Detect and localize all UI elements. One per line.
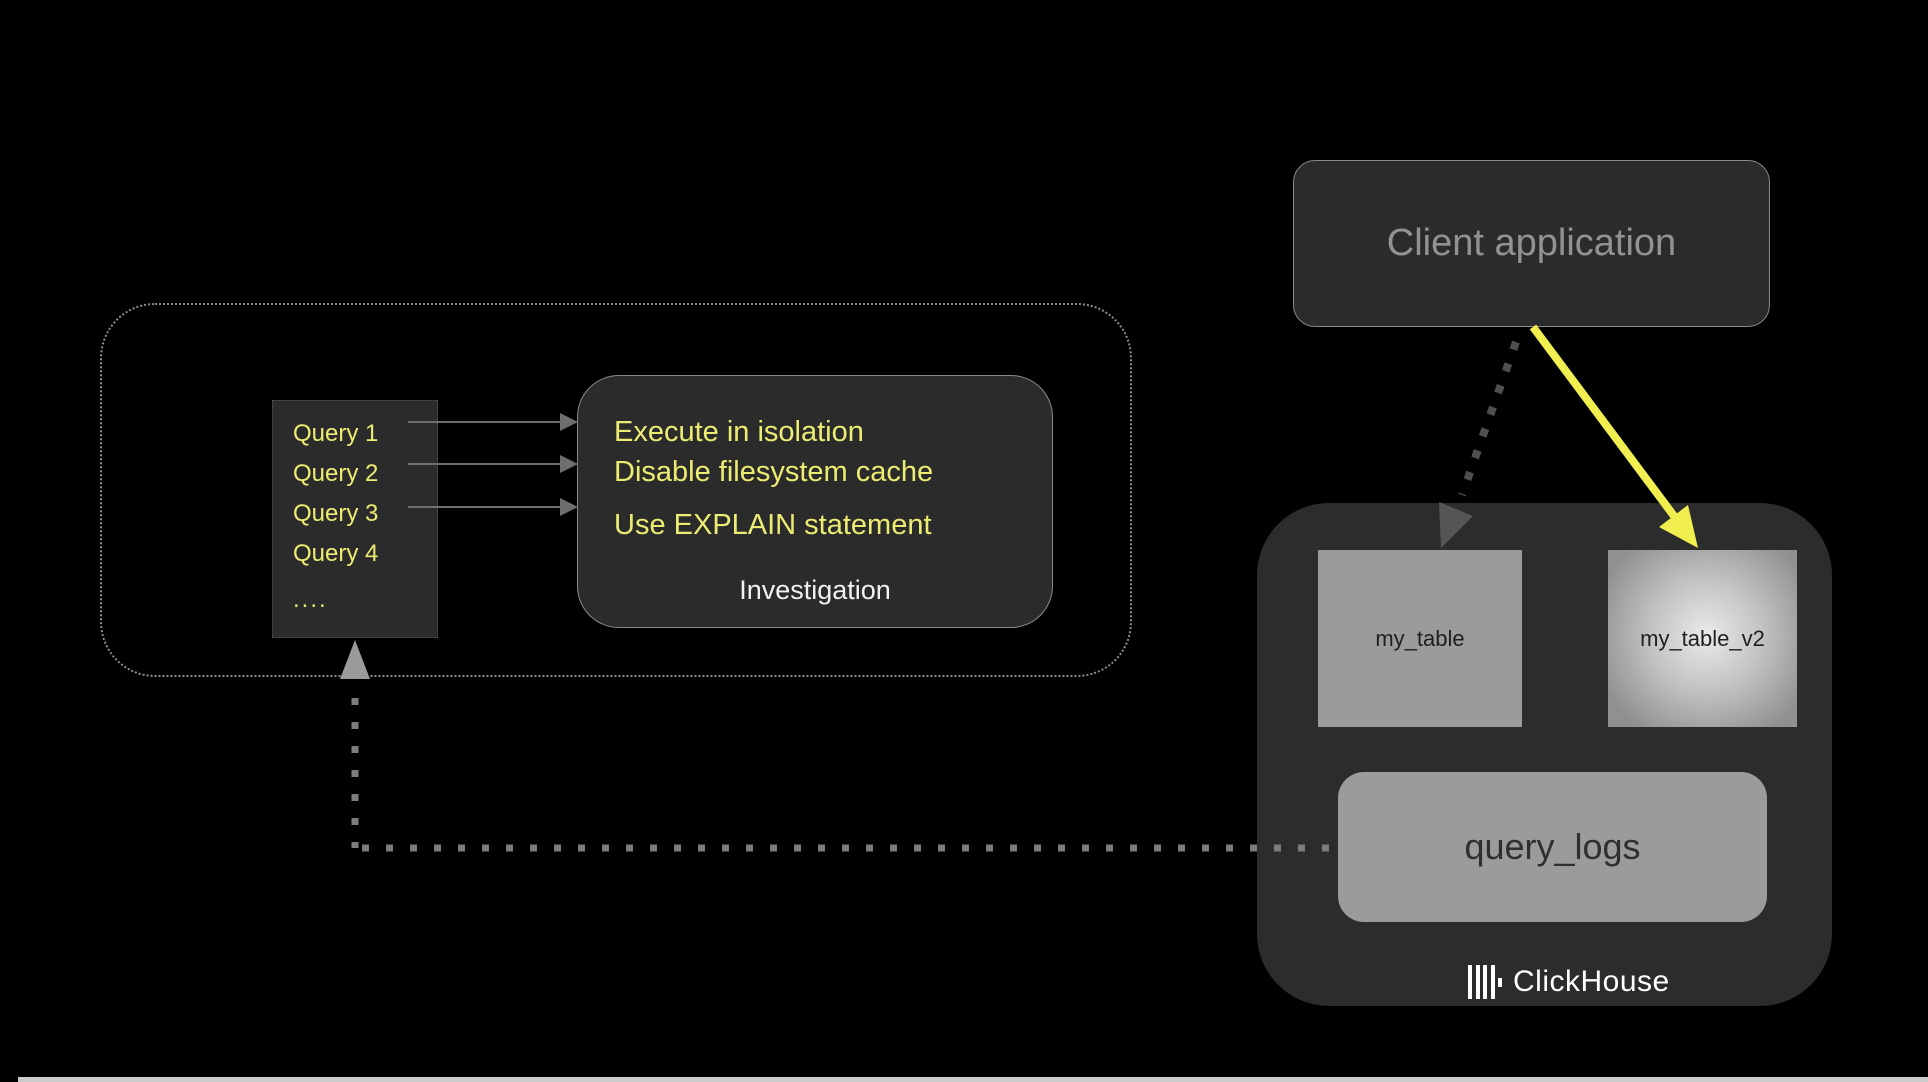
query-item-ellipsis: ....	[293, 586, 328, 613]
table-my-table-label: my_table	[1375, 625, 1465, 651]
query-logs-box: query_logs	[1338, 772, 1767, 922]
query-item: Query 2	[293, 460, 379, 487]
query-logs-label: query_logs	[1464, 826, 1641, 867]
query-item: Query 4	[293, 540, 379, 567]
table-my-table: my_table	[1318, 550, 1522, 727]
investigation-box: Execute in isolation Disable filesystem …	[577, 375, 1053, 628]
query-list-box: Query 1 Query 2 Query 3 Query 4 ....	[272, 400, 438, 638]
client-application-label: Client application	[1386, 222, 1677, 264]
investigation-tip: Execute in isolation	[614, 416, 864, 448]
table-my-table-v2-label: my_table_v2	[1640, 625, 1765, 651]
query-item: Query 1	[293, 420, 379, 447]
clickhouse-brand-text: ClickHouse	[1513, 965, 1670, 998]
investigation-caption: Investigation	[739, 575, 891, 605]
investigation-tip: Disable filesystem cache	[614, 456, 934, 488]
table-my-table-v2: my_table_v2	[1608, 550, 1797, 727]
clickhouse-bars-icon	[1468, 965, 1502, 999]
client-application-box: Client application	[1293, 160, 1770, 327]
bottom-scrollbar[interactable]	[18, 1077, 1928, 1082]
investigation-tip: Use EXPLAIN statement	[614, 509, 932, 541]
clickhouse-logo: ClickHouse	[1468, 960, 1670, 1004]
query-item: Query 3	[293, 500, 379, 527]
investigation-group-frame	[100, 303, 1132, 677]
